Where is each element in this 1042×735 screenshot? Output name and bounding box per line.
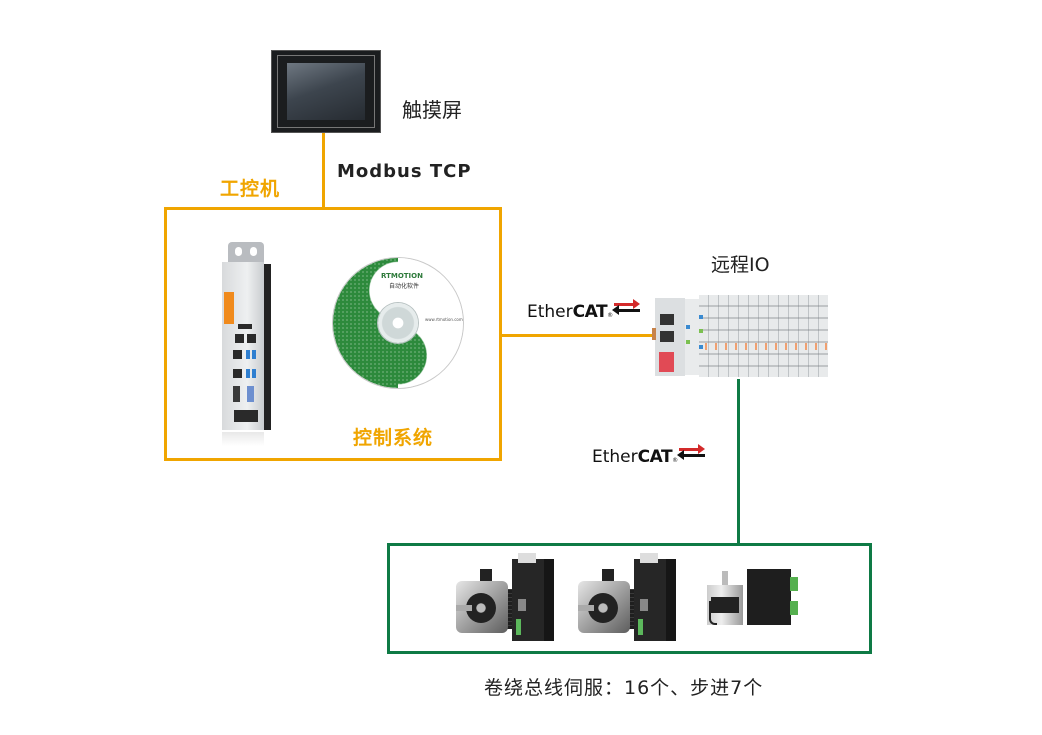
hdmi-port xyxy=(238,324,252,329)
motor-shaft xyxy=(456,605,472,611)
drive-ethernet-port xyxy=(640,599,648,611)
remote-io-module-image xyxy=(652,293,828,379)
usb-port xyxy=(246,369,250,378)
usb-port xyxy=(252,369,256,378)
driver-terminal-block xyxy=(790,577,798,591)
stepper-driver xyxy=(747,569,791,625)
io-status-panel xyxy=(685,299,699,375)
motor-connector xyxy=(602,569,614,583)
status-led xyxy=(699,315,703,319)
cd-brand-logo: RTMOTION xyxy=(381,272,423,280)
registered-mark: ® xyxy=(607,312,614,319)
stepper-motor-band xyxy=(711,597,739,613)
software-cd-image: RTMOTION 自动化软件 www.rtmotion.com xyxy=(333,258,463,388)
touch-screen-label: 触摸屏 xyxy=(402,98,462,122)
driver-terminal-block xyxy=(790,601,798,615)
ipc-frame xyxy=(164,207,502,461)
stepper-shaft xyxy=(722,571,728,587)
industrial-pc-image xyxy=(222,242,272,446)
touch-panel-screen xyxy=(287,63,365,120)
usb-port xyxy=(252,350,256,359)
drive-ethernet-port xyxy=(518,599,526,611)
ethernet-port xyxy=(233,350,242,359)
ethernet-port xyxy=(660,314,674,325)
modbus-tcp-label: Modbus TCP xyxy=(337,161,472,182)
stepper-driver-motor-image xyxy=(707,563,807,629)
cd-hub xyxy=(378,303,418,343)
remote-io-label: 远程IO xyxy=(711,254,770,276)
drive-heatsink xyxy=(640,553,658,563)
ethernet-port xyxy=(233,369,242,378)
serial-port xyxy=(233,386,240,402)
mount-bracket xyxy=(228,242,264,264)
registered-mark: ® xyxy=(672,457,679,464)
ethernet-port xyxy=(235,334,244,343)
ethercat-logo-io-drives: EtherCAT® xyxy=(592,444,706,467)
control-system-label: 控制系统 xyxy=(353,427,434,449)
ipc-reflection xyxy=(222,432,264,446)
ethercat-logo-ipc-io: EtherCAT® xyxy=(527,299,641,322)
drive-heatsink xyxy=(518,553,536,563)
io-coupler-head xyxy=(655,298,685,376)
servo-drive-motor-image xyxy=(578,553,678,643)
drive-terminal-block xyxy=(638,619,643,635)
drive-terminal-block xyxy=(516,619,521,635)
ethercat-text-bold: CAT xyxy=(572,302,608,322)
ipc-side-panel xyxy=(264,264,271,430)
bidirectional-arrows-icon xyxy=(612,299,641,315)
link-hmi-ipc xyxy=(322,133,325,209)
io-terminal-pins xyxy=(699,343,828,350)
status-led xyxy=(699,329,703,333)
touch-panel-image xyxy=(271,50,381,133)
ethercat-text-regular: Ether xyxy=(527,302,573,322)
power-terminal xyxy=(234,410,258,422)
touch-panel-bezel xyxy=(277,55,375,128)
cd-brand-subtitle: 自动化软件 xyxy=(389,283,420,290)
motor-connector xyxy=(480,569,492,583)
io-slices xyxy=(699,295,828,377)
cable-connector xyxy=(652,328,656,340)
motor-shaft xyxy=(578,605,594,611)
link-io-drives xyxy=(737,379,740,545)
ipc-chassis xyxy=(222,262,264,430)
ethercat-text-bold: CAT xyxy=(637,447,673,467)
bidirectional-arrows-icon xyxy=(677,444,706,460)
link-ipc-io xyxy=(499,334,655,337)
status-led xyxy=(686,340,690,344)
drives-frame xyxy=(387,543,872,654)
power-connector xyxy=(659,352,674,372)
ipc-label: 工控机 xyxy=(220,178,281,200)
ipc-brand-stripe xyxy=(224,292,234,324)
usb-port xyxy=(246,350,250,359)
status-led xyxy=(686,325,690,329)
ethercat-text-regular: Ether xyxy=(592,447,638,467)
cd-url: www.rtmotion.com xyxy=(425,317,463,322)
servo-drive-motor-image xyxy=(456,553,556,643)
ethernet-port xyxy=(247,334,256,343)
vga-port xyxy=(247,386,254,402)
drives-caption: 卷绕总线伺服：16个、步进7个 xyxy=(484,677,764,699)
stepper-cable xyxy=(709,601,717,625)
ethernet-port xyxy=(660,331,674,342)
status-led xyxy=(699,345,703,349)
